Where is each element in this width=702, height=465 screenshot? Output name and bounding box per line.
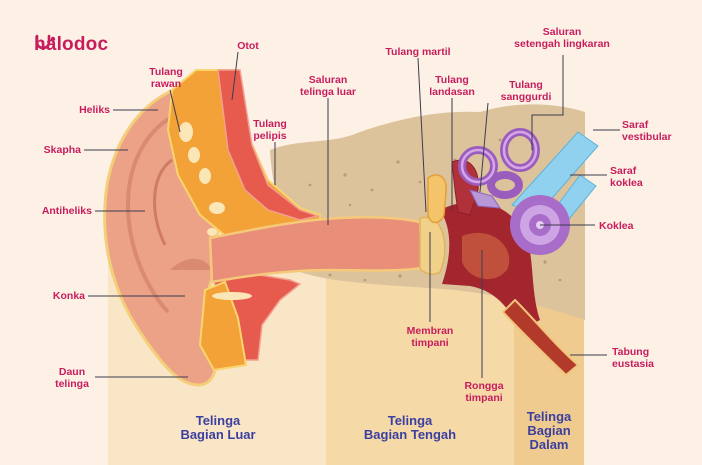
muscle-upper — [217, 69, 321, 221]
helix-fold — [125, 108, 191, 314]
label-koklea: Koklea — [599, 220, 634, 232]
label-antiheliks: Antiheliks — [41, 205, 92, 217]
bone-texture — [298, 138, 562, 292]
section-inner-ear: Telinga Bagian Dalam — [526, 409, 572, 452]
label-saraf-vestibular: Saraf vestibular — [622, 119, 672, 143]
antihelix-fold — [153, 158, 173, 246]
label-saraf-koklea: Saraf koklea — [610, 165, 643, 189]
label-tulang-sanggurdi: Tulang sanggurdi — [500, 79, 552, 103]
cartilage-lower — [198, 280, 248, 372]
eustachian-tube — [501, 298, 580, 377]
label-tulang-pelipis: Tulang pelipis — [253, 118, 287, 142]
brand-logo: halodoc — [34, 34, 108, 56]
stethoscope-icon — [35, 34, 56, 50]
label-tulang-landasan: Tulang landasan — [429, 74, 475, 98]
label-saluran-setengah-lingkaran: Saluran setengah lingkaran — [514, 26, 610, 50]
concha-shadow — [170, 258, 212, 270]
label-tulang-martil: Tulang martil — [385, 46, 451, 58]
label-membran-timpani: Membran timpani — [406, 325, 454, 349]
label-konka: Konka — [52, 290, 85, 302]
cartilage-nodule-lower — [212, 292, 252, 300]
stapes — [469, 189, 501, 209]
malleus — [427, 174, 447, 224]
semicircular-canals-highlight — [460, 130, 538, 184]
cartilage-nodules — [179, 122, 225, 236]
label-heliks: Heliks — [79, 104, 110, 116]
label-otot: Otot — [237, 40, 259, 52]
label-saluran-telinga-luar: Saluran telinga luar — [299, 74, 357, 98]
section-outer-ear: Telinga Bagian Luar — [180, 413, 256, 442]
label-tulang-rawan: Tulang rawan — [149, 66, 183, 90]
section-middle-ear: Telinga Bagian Tengah — [363, 413, 457, 442]
label-daun-telinga: Daun telinga — [55, 366, 89, 390]
leader-lines — [84, 51, 620, 378]
label-tabung-eustasia: Tabung eustasia — [612, 346, 655, 370]
label-rongga-timpani: Rongga timpani — [464, 380, 504, 404]
tympanic-cavity-inner — [462, 232, 510, 280]
label-skapha: Skapha — [43, 144, 81, 156]
